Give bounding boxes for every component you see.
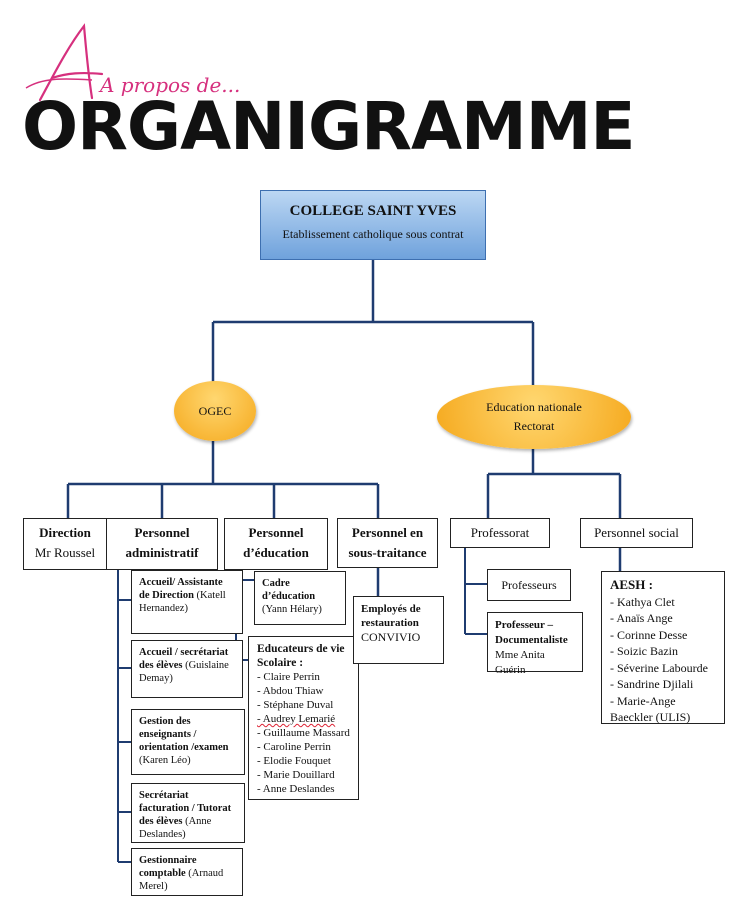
professeurs-label: Professeurs — [501, 578, 557, 592]
aesh-item: - Sandrine Djilali — [610, 677, 694, 691]
script-title: A propos de... — [22, 18, 252, 108]
main-title: ORGANIGRAMME — [22, 88, 635, 165]
personnel-social-box: Personnel social — [580, 518, 693, 548]
employes-restauration-box: Employés de restauration CONVIVIO — [353, 596, 444, 664]
sous-traitance-title-1: Personnel en — [351, 525, 424, 540]
educateur-item: - Caroline Perrin — [257, 741, 331, 753]
sous-traitance-title-2: sous-traitance — [348, 545, 427, 560]
educateurs-box: Educateurs de vie Scolaire : - Claire Pe… — [248, 636, 359, 800]
documentaliste-person: Mme Anita Guérin — [495, 649, 545, 676]
gestionnaire-comptable-title: Gestionnaire comptable — [139, 855, 197, 879]
direction-name: Mr Roussel — [34, 545, 96, 560]
ogec-node: OGEC — [174, 381, 256, 441]
professorat-title: Professorat — [470, 525, 530, 540]
root-subtitle: Etablissement catholique sous contrat — [282, 227, 464, 241]
educateur-item: - Claire Perrin — [257, 671, 320, 683]
aesh-item: - Corinne Desse — [610, 627, 688, 642]
professorat-box: Professorat — [450, 518, 550, 548]
accueil-secretariat-title: Accueil / secrétariat des élèves — [139, 647, 229, 671]
educateur-item: - Stéphane Duval — [257, 699, 334, 711]
gestion-enseignants-title: Gestion des enseignants / orientation /e… — [139, 716, 229, 753]
personnel-administratif-title-1: Personnel — [134, 525, 190, 540]
personnel-administratif-title-2: administratif — [125, 545, 199, 560]
education-nationale-line1: Education nationale — [486, 400, 582, 414]
root-name: COLLEGE SAINT YVES — [289, 203, 457, 219]
cadre-education-title: Cadre d’éducation — [262, 578, 316, 602]
personnel-education-title-2: d’éducation — [243, 545, 309, 560]
personnel-education-title-1: Personnel — [248, 525, 304, 540]
secretariat-facturation-title: Secrétariat facturation / Tutorat des él… — [139, 790, 232, 827]
accueil-assistante-title: Accueil/ Assistante de Direction — [139, 577, 223, 601]
educateur-item: - Audrey Lemarié — [257, 713, 336, 725]
script-title-text: A propos de... — [98, 73, 240, 97]
education-nationale-node: Education nationale Rectorat — [437, 385, 631, 449]
educateur-item: - Abdou Thiaw — [257, 685, 324, 697]
education-nationale-line2: Rectorat — [513, 419, 555, 433]
direction-box: Direction Mr Roussel — [23, 518, 107, 570]
personnel-administratif-box: Personnel administratif — [106, 518, 218, 570]
aesh-item: - Marie-Ange Baeckler (ULIS) — [610, 693, 691, 725]
personnel-social-title: Personnel social — [594, 525, 679, 540]
documentaliste-box: Professeur – Documentaliste Mme Anita Gu… — [487, 612, 583, 676]
educateur-item: - Guillaume Massard — [257, 727, 350, 739]
educateur-item: - Elodie Fouquet — [257, 755, 331, 767]
educateurs-title: Educateurs de vie Scolaire : — [257, 643, 345, 669]
gestion-enseignants-person: (Karen Léo) — [139, 755, 191, 766]
accueil-assistante-person: (Katell Hernandez) — [139, 590, 226, 614]
secretariat-facturation-person: (Anne Deslandes) — [139, 816, 212, 840]
gestion-enseignants-box: Gestion des enseignants / orientation /e… — [131, 709, 245, 775]
educateur-item: - Anne Deslandes — [257, 783, 335, 795]
cadre-education-box: Cadre d’éducation (Yann Hélary) — [254, 571, 346, 625]
professeurs-box: Professeurs — [487, 569, 571, 601]
secretariat-facturation-box: Secrétariat facturation / Tutorat des él… — [131, 783, 245, 843]
gestionnaire-comptable-person: (Arnaud Merel) — [139, 868, 224, 892]
aesh-item: - Kathya Clet — [610, 594, 675, 609]
personnel-education-box: Personnel d’éducation — [224, 518, 328, 570]
accueil-secretariat-person: (Guislaine Demay) — [139, 660, 229, 684]
educateur-item: - Marie Douillard — [257, 769, 335, 781]
gestionnaire-comptable-box: Gestionnaire comptable (Arnaud Merel) — [131, 848, 243, 896]
direction-title: Direction — [39, 525, 91, 540]
sous-traitance-box: Personnel en sous-traitance — [337, 518, 438, 568]
employes-restauration-company: CONVIVIO — [361, 630, 421, 644]
aesh-title: AESH : — [610, 577, 653, 592]
aesh-item: - Anaïs Ange — [610, 611, 673, 625]
employes-restauration-title: Employés de restauration — [361, 603, 421, 629]
ogec-label: OGEC — [198, 403, 232, 418]
aesh-item: - Séverine Labourde — [610, 660, 708, 675]
accueil-secretariat-box: Accueil / secrétariat des élèves (Guisla… — [131, 640, 243, 698]
aesh-box: AESH : - Kathya Clet - Anaïs Ange - Cori… — [601, 571, 725, 724]
aesh-item: - Soizic Bazin — [610, 644, 678, 658]
cadre-education-person: (Yann Hélary) — [262, 604, 322, 615]
accueil-assistante-box: Accueil/ Assistante de Direction (Katell… — [131, 570, 243, 634]
documentaliste-title: Professeur – Documentaliste — [495, 619, 568, 646]
root-box: COLLEGE SAINT YVES Etablissement catholi… — [260, 190, 486, 260]
